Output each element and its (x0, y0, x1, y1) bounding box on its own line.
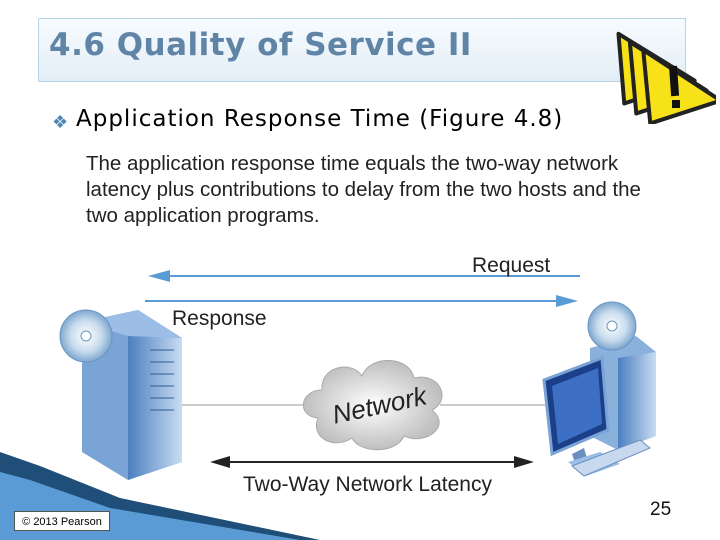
client-computer-icon (542, 301, 656, 477)
latency-label: Two-Way Network Latency (243, 473, 492, 496)
slide-title: 4.6 Quality of Service II (49, 27, 472, 63)
copyright-notice: © 2013 Pearson (14, 511, 110, 531)
response-arrow (145, 295, 578, 307)
network-cloud-icon: Network (302, 360, 443, 451)
page-number: 25 (650, 499, 672, 520)
latency-arrow (210, 456, 534, 468)
server-icon (59, 309, 182, 480)
warning-triangle-icon (616, 31, 716, 124)
title-bar: 4.6 Quality of Service II (38, 18, 686, 82)
figure-description: The application response time equals the… (86, 152, 641, 227)
request-arrow (148, 270, 580, 282)
bullet-icon: ❖ (52, 112, 69, 132)
bullet-heading: Application Response Time (Figure 4.8) (76, 106, 564, 132)
response-label: Response (172, 307, 267, 330)
request-label: Request (472, 254, 551, 277)
